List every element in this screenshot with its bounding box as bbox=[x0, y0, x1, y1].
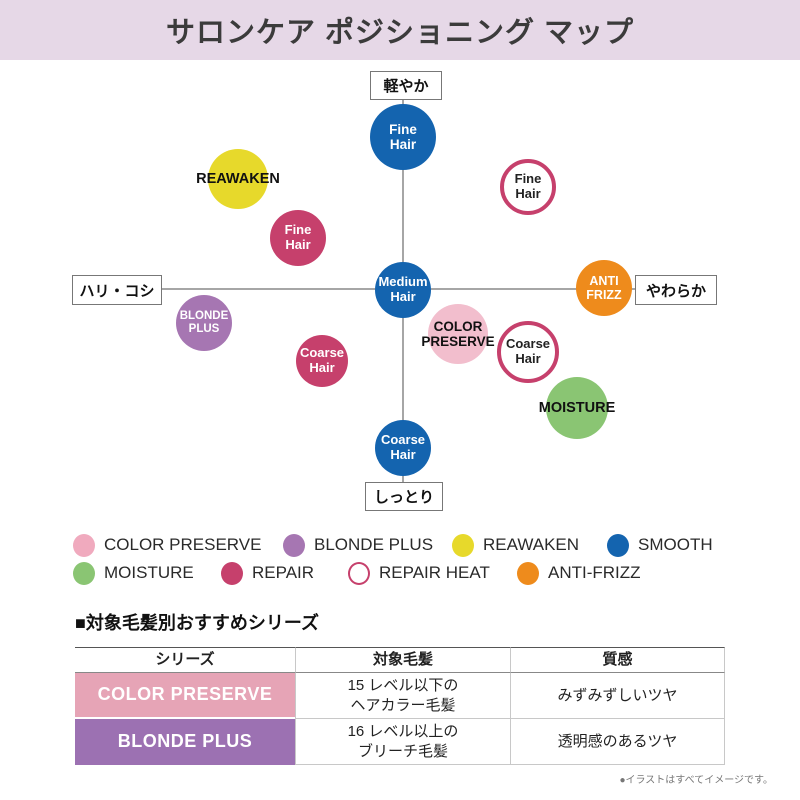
table-row-texture: みずみずしいツヤ bbox=[510, 673, 725, 719]
bubble-label: Hair bbox=[285, 237, 311, 252]
bubble-label: ANTI bbox=[589, 274, 619, 288]
bubble-smooth-fine-hair: Fine Hair bbox=[370, 104, 436, 170]
target-line: ヘアカラー毛髪 bbox=[350, 696, 456, 714]
bubble-label: Coarse bbox=[505, 336, 551, 352]
bubble-anti-frizz: ANTI FRIZZ bbox=[576, 260, 632, 316]
smooth-swatch bbox=[607, 533, 629, 557]
table-row-series-color-preserve: COLOR PRESERVE bbox=[75, 673, 295, 719]
recommend-heading: ■対象毛髪別おすすめシリーズ bbox=[75, 613, 319, 633]
bubble-label: Medium bbox=[378, 274, 428, 290]
axis-label-top: 軽やか bbox=[370, 71, 442, 100]
bubble-smooth-coarse-hair: Coarse Hair bbox=[375, 420, 431, 476]
bubble-reawaken: REAWAKEN bbox=[196, 149, 280, 209]
axis-label-bottom: しっとり bbox=[365, 482, 443, 511]
bubble-label: Hair bbox=[389, 137, 417, 152]
bubble-label: Hair bbox=[309, 360, 335, 375]
legend-label: COLOR PRESERVE bbox=[104, 535, 262, 554]
bubble-repair-heat-fine-hair: Fine Hair bbox=[500, 159, 556, 215]
bubble-blonde-plus: BLONDE PLUS bbox=[176, 295, 232, 351]
page-title: サロンケア ポジショニング マップ bbox=[165, 17, 635, 49]
bubble-label: MOISTURE bbox=[538, 399, 616, 416]
reawaken-swatch bbox=[452, 533, 474, 557]
moisture-swatch bbox=[73, 561, 95, 585]
table-row-series-blonde-plus: BLONDE PLUS bbox=[75, 719, 295, 765]
page-header: サロンケア ポジショニング マップ bbox=[0, 0, 800, 60]
bubble-label: Fine bbox=[389, 121, 417, 137]
repair-swatch bbox=[221, 561, 243, 585]
bubble-label: Hair bbox=[515, 351, 541, 366]
bubble-label: Hair bbox=[390, 289, 416, 304]
bubble-label: Coarse bbox=[299, 345, 345, 361]
target-line: 15 レベル以下の bbox=[347, 677, 459, 694]
legend-item-color-preserve: COLOR PRESERVE bbox=[73, 533, 261, 557]
legend-label: REAWAKEN bbox=[483, 535, 580, 554]
bubble-label: PLUS bbox=[188, 323, 220, 335]
target-line: ブリーチ毛髪 bbox=[357, 742, 448, 760]
legend-item-moisture: MOISTURE bbox=[73, 561, 194, 585]
anti-frizz-swatch bbox=[517, 561, 539, 585]
bubble-repair-fine-hair: Fine Hair bbox=[270, 210, 326, 266]
bubble-smooth-medium-hair: Medium Hair bbox=[375, 262, 431, 318]
target-line: 16 レベル以上の bbox=[347, 723, 459, 740]
legend-label: BLONDE PLUS bbox=[314, 535, 434, 554]
recommend-table: シリーズ 対象毛髪 質感 COLOR PRESERVE 15 レベル以下の ヘア… bbox=[75, 647, 725, 765]
bubble-repair-heat-coarse-hair: Coarse Hair bbox=[497, 321, 559, 383]
axis-label-right: やわらか bbox=[635, 275, 717, 305]
table-header-target: 対象毛髪 bbox=[295, 647, 510, 673]
table-row-texture: 透明感のあるツヤ bbox=[510, 719, 725, 765]
legend-label: SMOOTH bbox=[638, 535, 713, 554]
bubble-label: Hair bbox=[390, 447, 416, 462]
bubble-label: COLOR bbox=[433, 318, 483, 334]
bubble-label: FRIZZ bbox=[586, 288, 622, 302]
bubble-repair-coarse-hair: Coarse Hair bbox=[296, 335, 348, 387]
bubble-label: Coarse bbox=[380, 432, 426, 448]
repair-heat-swatch bbox=[348, 561, 370, 585]
axis-label-left: ハリ・コシ bbox=[72, 275, 162, 305]
bubble-moisture: MOISTURE bbox=[539, 377, 615, 439]
bubble-label: REAWAKEN bbox=[196, 170, 280, 187]
table-header-series: シリーズ bbox=[75, 647, 295, 673]
legend-label: MOISTURE bbox=[104, 563, 194, 582]
table-header-texture: 質感 bbox=[510, 647, 725, 673]
bubble-label: Hair bbox=[515, 186, 541, 201]
bubble-label: Fine bbox=[284, 222, 312, 238]
legend-item-anti-frizz: ANTI-FRIZZ bbox=[517, 561, 641, 585]
legend-label: REPAIR HEAT bbox=[379, 563, 490, 582]
legend-label: REPAIR bbox=[252, 563, 315, 582]
color-preserve-swatch bbox=[73, 533, 95, 557]
table-row-target: 16 レベル以上の ブリーチ毛髪 bbox=[295, 719, 510, 765]
legend-item-repair: REPAIR bbox=[221, 561, 314, 585]
bubble-label: Fine bbox=[514, 171, 542, 187]
blonde-plus-swatch bbox=[283, 533, 305, 557]
legend-item-smooth: SMOOTH bbox=[607, 533, 713, 557]
bubble-color-preserve: COLOR PRESERVE bbox=[421, 304, 495, 364]
legend-label: ANTI-FRIZZ bbox=[548, 563, 641, 582]
legend-item-blonde-plus: BLONDE PLUS bbox=[283, 533, 433, 557]
bubble-label: PRESERVE bbox=[421, 334, 495, 349]
legend-item-repair-heat: REPAIR HEAT bbox=[348, 561, 490, 585]
table-row-target: 15 レベル以下の ヘアカラー毛髪 bbox=[295, 673, 510, 719]
footnote: ●イラストはすべてイメージです。 bbox=[619, 775, 773, 786]
legend-item-reawaken: REAWAKEN bbox=[452, 533, 579, 557]
bubble-label: BLONDE bbox=[179, 310, 229, 323]
